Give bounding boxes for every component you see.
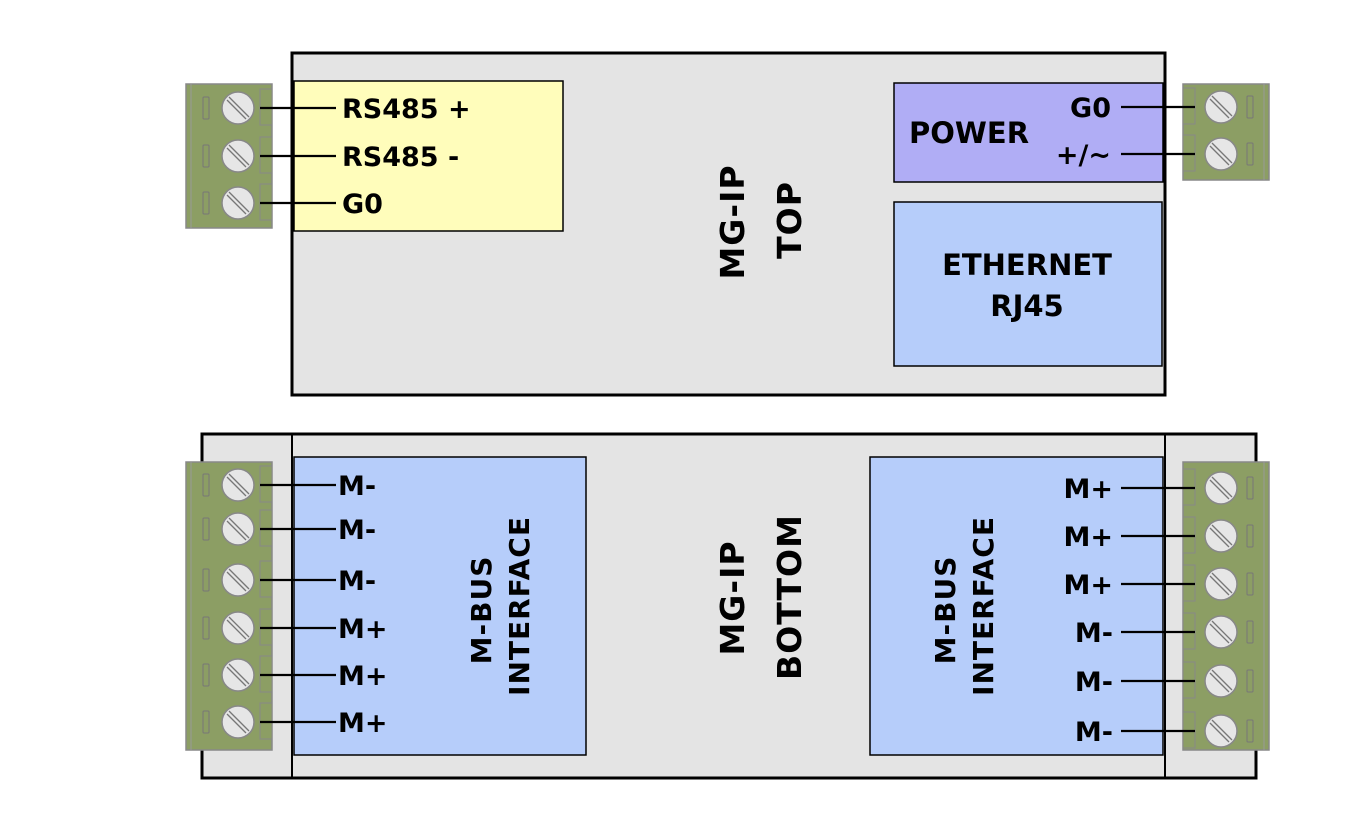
bottom-title-bottom: BOTTOM	[770, 514, 809, 680]
pin-label: G0	[342, 189, 383, 220]
screw-icon	[221, 658, 255, 692]
terminal-slot	[1246, 142, 1254, 166]
terminal-slot	[1246, 719, 1254, 743]
power-label: POWER	[909, 116, 1029, 150]
screw-icon	[1204, 714, 1238, 748]
screw-icon	[221, 186, 255, 220]
power-panel	[893, 82, 1164, 183]
rs485-terminal-block	[185, 83, 273, 229]
terminal-slot	[202, 616, 210, 640]
mbus-left-terminal-block	[185, 461, 273, 751]
screw-icon	[221, 512, 255, 546]
terminal-slot	[202, 710, 210, 734]
pin-label: M-	[1075, 618, 1113, 649]
screw-icon	[1204, 664, 1238, 698]
terminal-body	[1182, 461, 1270, 751]
bottom-title-mg-ip: MG-IP	[713, 540, 752, 655]
pin-label: M+	[1064, 522, 1114, 553]
screw-icon	[1204, 90, 1238, 124]
mbus-right-panel	[869, 456, 1164, 756]
pin-label: RS485 -	[342, 142, 459, 173]
terminal-slot	[1246, 95, 1254, 119]
pin-label: RS485 +	[342, 94, 471, 125]
terminal-slot	[202, 96, 210, 120]
power-terminal-block	[1182, 83, 1270, 181]
terminal-slot	[202, 191, 210, 215]
terminal-slot	[1246, 620, 1254, 644]
top-title-mg-ip: MG-IP	[713, 164, 752, 279]
screw-icon	[221, 705, 255, 739]
ethernet-panel	[893, 201, 1163, 367]
bottom-view: M-BUS INTERFACE M-BUS INTERFACE MG-IP BO…	[185, 432, 1270, 780]
pin-label: G0	[1070, 93, 1111, 124]
pin-label: M+	[1064, 570, 1114, 601]
screw-icon	[1204, 471, 1238, 505]
terminal-slot	[1246, 669, 1254, 693]
mbus-right-line2: INTERFACE	[967, 516, 1000, 696]
terminal-slot	[202, 663, 210, 687]
pin-label: M+	[338, 614, 388, 645]
screw-icon	[221, 91, 255, 125]
pin-label: M+	[338, 708, 388, 739]
terminal-slot	[202, 144, 210, 168]
screw-icon	[1204, 567, 1238, 601]
pin-label: M-	[338, 471, 376, 502]
pin-label: M+	[338, 661, 388, 692]
screw-icon	[221, 563, 255, 597]
screw-icon	[1204, 615, 1238, 649]
screw-icon	[1204, 519, 1238, 553]
terminal-slot	[202, 517, 210, 541]
terminal-slot	[1246, 476, 1254, 500]
mbus-left-line1: M-BUS	[465, 556, 498, 665]
pin-label: M-	[338, 566, 376, 597]
terminal-slot	[1246, 524, 1254, 548]
terminal-slot	[202, 473, 210, 497]
ethernet-label: ETHERNET	[942, 248, 1112, 282]
rs485-panel	[293, 80, 564, 232]
pin-label: M+	[1064, 474, 1114, 505]
mbus-right-line1: M-BUS	[929, 556, 962, 665]
pin-label: M-	[338, 515, 376, 546]
terminal-slot	[1246, 572, 1254, 596]
pin-label: M-	[1075, 717, 1113, 748]
pin-label: M-	[1075, 667, 1113, 698]
screw-icon	[221, 468, 255, 502]
terminal-body	[185, 461, 273, 751]
screw-icon	[221, 611, 255, 645]
top-title-top: TOP	[770, 181, 809, 259]
top-view: POWER ETHERNET RJ45 MG-IP TOP RS485 + RS4…	[185, 51, 1270, 397]
pin-label: +/~	[1056, 140, 1111, 171]
mbus-left-panel	[293, 456, 587, 756]
screw-icon	[1204, 137, 1238, 171]
mbus-left-line2: INTERFACE	[503, 516, 536, 696]
screw-icon	[221, 139, 255, 173]
terminal-slot	[202, 568, 210, 592]
mbus-right-terminal-block	[1182, 461, 1270, 751]
rj45-label: RJ45	[990, 289, 1063, 323]
